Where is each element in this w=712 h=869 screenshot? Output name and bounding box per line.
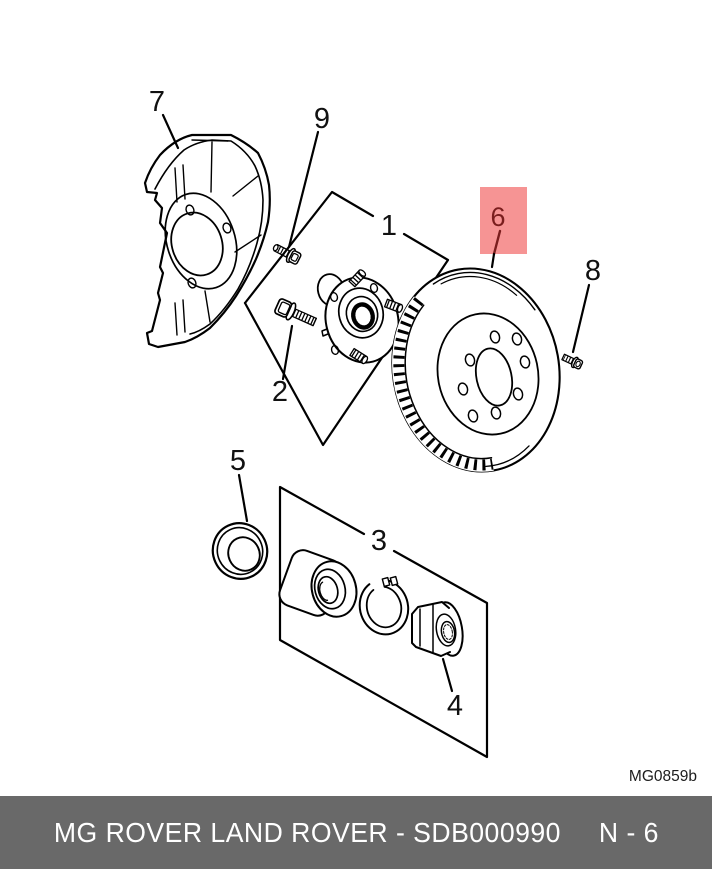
callout-4-label[interactable]: 4	[447, 690, 463, 722]
bearing-kit-outline	[278, 485, 489, 759]
disc-screw-drawing	[561, 353, 584, 370]
callout-1-label[interactable]: 1	[381, 210, 397, 242]
exploded-parts-drawing: 7 9	[143, 86, 697, 785]
drawing-code: MG0859b	[629, 768, 697, 785]
wheel-bearing-drawing	[278, 549, 358, 618]
callout-8[interactable]: 8	[571, 255, 601, 354]
part-highlight-box[interactable]	[480, 187, 527, 254]
wheel-stud	[348, 269, 367, 288]
callout-3-label[interactable]: 3	[371, 525, 387, 557]
callout-5[interactable]: 5	[230, 445, 249, 523]
hub-spline-bore	[351, 302, 375, 330]
brake-disc-drawing	[391, 267, 561, 473]
disc-top-edge-lines	[432, 271, 536, 311]
callout-2[interactable]: 2	[272, 324, 294, 408]
shield-hub-face-ring	[164, 192, 238, 290]
hub-tab	[321, 328, 329, 337]
callout-7[interactable]: 7	[149, 86, 180, 150]
snap-ring-drawing	[358, 575, 410, 636]
callout-6-label[interactable]: 6	[490, 202, 505, 232]
dust-shield-drawing	[143, 133, 271, 349]
hub-nut-drawing	[411, 601, 464, 657]
footer-bar: MG ROVER LAND ROVER - SDB000990 N - 6	[0, 796, 712, 869]
hub-bolt-drawing	[274, 298, 317, 327]
wheel-stud	[383, 298, 404, 313]
callout-5-label[interactable]: 5	[230, 445, 246, 477]
parts-diagram-canvas: 7 9	[143, 86, 697, 785]
disc-bolt-holes	[457, 330, 531, 423]
disc-hat-face	[436, 312, 540, 436]
callout-9-label[interactable]: 9	[314, 103, 330, 135]
callout-8-label[interactable]: 8	[585, 255, 601, 287]
oil-seal-drawing	[211, 522, 269, 580]
catalog-title: MG ROVER LAND ROVER - SDB000990	[53, 816, 561, 848]
disc-center-hole	[474, 347, 514, 407]
page-reference: N - 6	[598, 816, 659, 848]
wheel-hub-drawing	[316, 269, 404, 365]
wheel-stud	[349, 347, 369, 365]
callout-6-highlight[interactable]: 6	[480, 187, 527, 269]
callout-2-label[interactable]: 2	[272, 376, 288, 408]
callout-9[interactable]: 9	[287, 103, 330, 249]
callout-7-label[interactable]: 7	[149, 86, 165, 118]
callout-4[interactable]: 4	[441, 657, 463, 722]
flange-bolt-drawing	[272, 243, 302, 265]
